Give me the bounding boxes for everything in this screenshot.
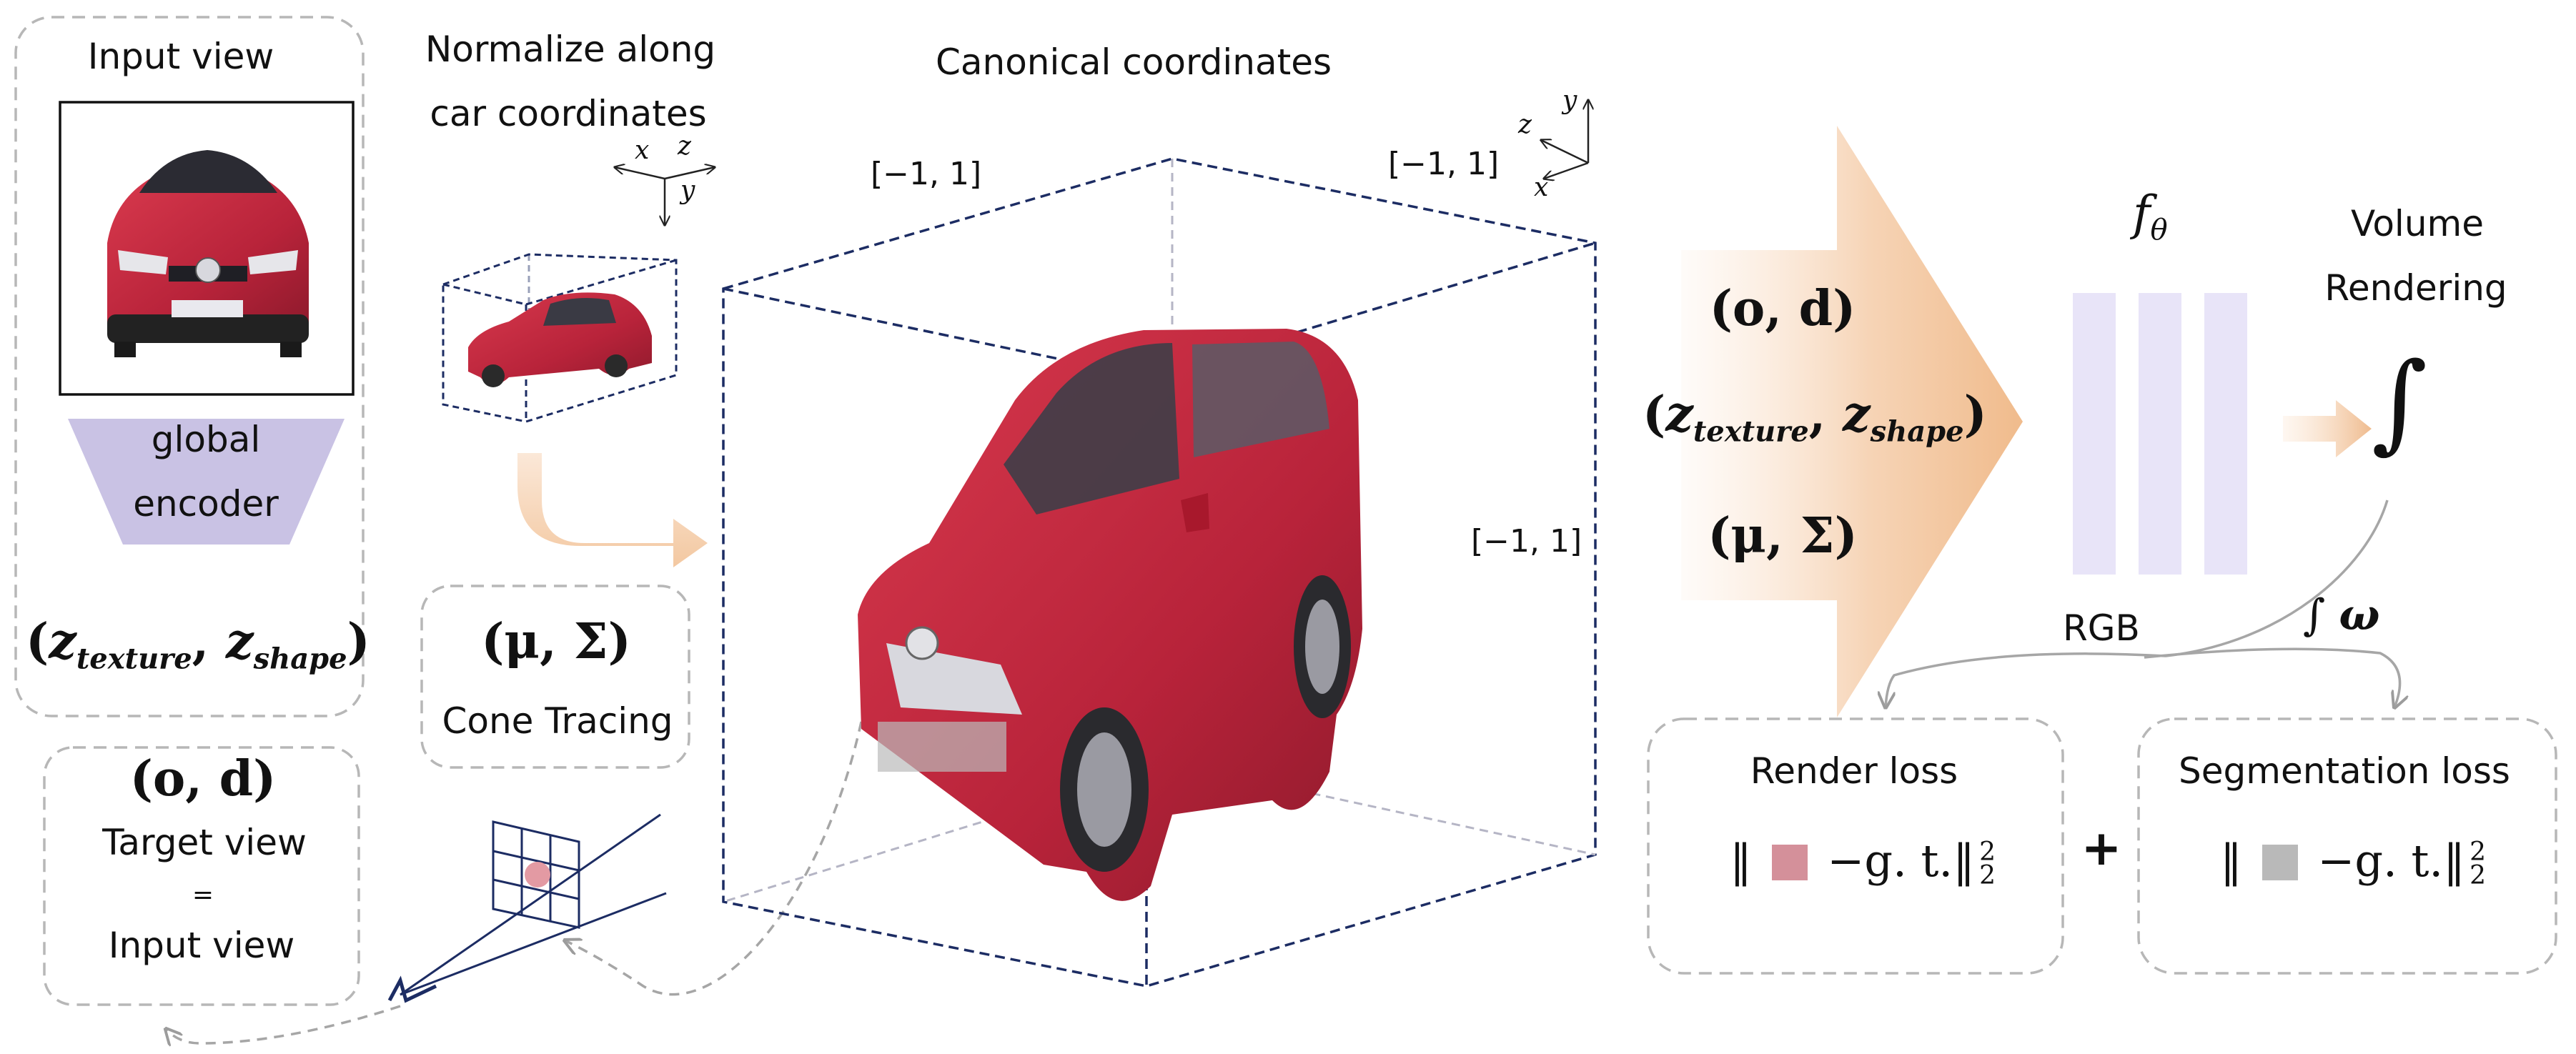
- weights-integral: ∫: [2303, 590, 2326, 640]
- big-orange-arrow: [1681, 126, 2023, 717]
- input-latent-codes: (ztexture, zshape): [26, 613, 370, 676]
- net-latent-sub1: texture: [1693, 414, 1809, 449]
- latent-separator: ,: [192, 613, 227, 670]
- net-latent-sep: ,: [1808, 386, 1843, 443]
- cone-tracing-box: [420, 585, 690, 769]
- weights-output-curve: [2144, 647, 2400, 707]
- seg-loss-gt: −g. t.: [2303, 835, 2444, 887]
- normalize-to-canonical-arrow: [517, 453, 708, 567]
- seg-loss-sub: 2: [2470, 860, 2487, 890]
- canonical-title: Canonical coordinates: [935, 41, 1332, 83]
- target-od: (o, d): [129, 750, 277, 807]
- weights-omega: ω: [2339, 590, 2380, 640]
- segmentation-loss-box: [2137, 717, 2557, 975]
- normalize-label-line1: Normalize along: [425, 29, 716, 70]
- render-norm-right: ‖: [1953, 835, 1976, 887]
- rgb-output-curve: [1886, 499, 2389, 707]
- mlp-label: fθ: [2133, 186, 2168, 247]
- render-loss-gt: −g. t.: [1813, 835, 1953, 887]
- global-encoder-shape: [68, 419, 345, 545]
- render-loss-sup: 2: [1979, 837, 1996, 867]
- seg-norm-left: ‖: [2220, 835, 2242, 887]
- latent-sub-shape: shape: [253, 642, 347, 676]
- camera-icon: [387, 975, 437, 1003]
- canonical-axis-y-label: y: [1562, 86, 1577, 115]
- net-input-latents: (ztexture, zshape): [1643, 386, 1987, 449]
- cone-tracing-label: Cone Tracing: [442, 700, 673, 742]
- range-right: [−1, 1]: [1471, 523, 1582, 560]
- latent-z-shape: z: [226, 613, 254, 670]
- mlp-to-volume-arrow: [2283, 400, 2372, 457]
- target-to-camera-arrow: [166, 1005, 401, 1043]
- net-input-od: (o, d): [1709, 280, 1856, 337]
- mlp-theta: θ: [2150, 214, 2168, 247]
- render-loss-box: [1647, 717, 2064, 975]
- latent-close-paren: ): [347, 613, 370, 670]
- encoder-label-line1: global: [151, 419, 261, 460]
- mlp-bar-2: [2139, 293, 2181, 575]
- net-latent-z1: z: [1665, 386, 1693, 443]
- integral-icon: ∫: [2372, 340, 2428, 464]
- camera-to-cone-arrow: [565, 721, 863, 996]
- segmentation-loss-title: Segmentation loss: [2179, 750, 2510, 792]
- seg-norm-right: ‖: [2443, 835, 2466, 887]
- small-axes-icon: [615, 167, 715, 225]
- render-loss-title: Render loss: [1750, 750, 1958, 792]
- latent-z-texture: z: [49, 613, 76, 670]
- cone-sample-dot: [525, 862, 550, 888]
- net-latent-z2: z: [1843, 386, 1871, 443]
- cone-grid-icon: [400, 813, 667, 996]
- net-latent-open: (: [1643, 386, 1666, 443]
- render-swatch: [1771, 845, 1808, 880]
- volume-label-line2: Rendering: [2324, 267, 2507, 309]
- small-axis-x-label: x: [635, 136, 650, 165]
- seg-loss-sup: 2: [2470, 837, 2487, 867]
- range-left: [−1, 1]: [871, 156, 982, 192]
- net-input-mu-sigma: (μ, Σ): [1708, 507, 1858, 565]
- normalize-label-line2: car coordinates: [430, 93, 707, 134]
- input-car-front-image: [107, 150, 309, 357]
- seg-swatch: [2262, 845, 2298, 880]
- canonical-axes-icon: [1541, 100, 1588, 179]
- latent-open-paren: (: [26, 613, 49, 670]
- render-norm-left: ‖: [1730, 835, 1752, 887]
- rgb-label: RGB: [2063, 607, 2140, 649]
- canonical-car-image: [858, 329, 1362, 901]
- input-view-label: Input view: [108, 925, 295, 966]
- mlp-bar-3: [2204, 293, 2247, 575]
- input-panel-box: [14, 16, 365, 717]
- plus-sign: +: [2081, 820, 2122, 877]
- input-view-title: Input view: [87, 36, 274, 77]
- canonical-axis-z-label: z: [1518, 110, 1532, 139]
- target-view-box: [43, 746, 360, 1006]
- net-latent-sub2: shape: [1870, 414, 1964, 449]
- render-loss-sub: 2: [1979, 860, 1996, 890]
- small-normalized-car: [468, 292, 652, 387]
- small-axis-y-label: y: [680, 176, 695, 205]
- canonical-axis-x-label: x: [1534, 173, 1549, 202]
- mlp-f: f: [2133, 186, 2151, 241]
- range-top-right: [−1, 1]: [1388, 146, 1500, 182]
- cone-mu-sigma: (μ, Σ): [481, 613, 631, 670]
- latent-sub-texture: texture: [76, 642, 192, 676]
- small-axis-z-label: z: [678, 131, 691, 161]
- target-view-label: Target view: [102, 822, 307, 863]
- encoder-label-line2: encoder: [133, 483, 279, 524]
- mlp-bar-1: [2073, 293, 2116, 575]
- weights-label: ∫ ω: [2303, 590, 2379, 640]
- target-equals-sign: =: [192, 880, 214, 910]
- volume-label-line1: Volume: [2351, 203, 2484, 244]
- net-latent-close: ): [1963, 386, 1987, 443]
